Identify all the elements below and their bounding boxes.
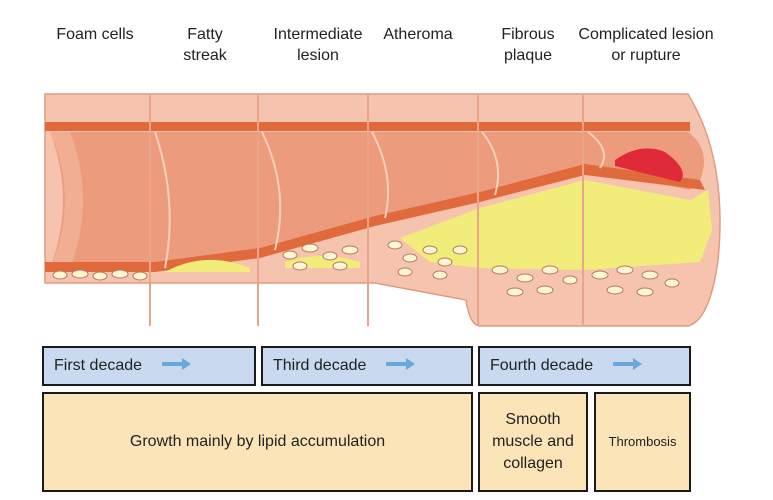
- stage-label-intermediate-lesion: Intermediate lesion: [258, 24, 378, 66]
- stage-label-line2: or rupture: [611, 47, 681, 64]
- phase-label-line2: muscle and: [492, 433, 574, 450]
- foam-cells: [52, 240, 680, 297]
- artery-illustration: [44, 93, 721, 327]
- stage-label-line1: Fatty: [187, 26, 223, 43]
- phase-smooth-muscle: Smooth muscle and collagen: [478, 392, 588, 492]
- decade-fourth: Fourth decade: [478, 346, 691, 386]
- decade-label: First decade: [54, 357, 143, 374]
- phase-label: Smooth muscle and collagen: [492, 409, 574, 475]
- stage-label-line1: Foam cells: [56, 26, 134, 43]
- phase-thrombosis: Thrombosis: [594, 392, 691, 492]
- stage-label-complicated-lesion: Complicated lesion or rupture: [566, 24, 726, 66]
- stage-label-line2: lesion: [297, 47, 339, 64]
- stage-label-line1: Atheroma: [383, 26, 453, 43]
- stage-label-line2: streak: [183, 47, 227, 64]
- stage-label-line1: Complicated lesion: [578, 26, 714, 43]
- stage-label-fatty-streak: Fatty streak: [150, 24, 260, 66]
- decade-third: Third decade: [261, 346, 473, 386]
- stage-label-fibrous-plaque: Fibrous plaque: [478, 24, 578, 66]
- vessel-lumen: [50, 132, 704, 268]
- lumen-curves: [154, 131, 605, 269]
- phase-label-line1: Smooth: [505, 411, 561, 428]
- intima-bottom-stripe: [45, 164, 705, 272]
- thrombus: [615, 148, 683, 182]
- phase-lipid-accumulation: Growth mainly by lipid accumulation: [42, 392, 473, 492]
- stage-label-foam-cells: Foam cells: [40, 24, 150, 45]
- phase-label-line3: collagen: [503, 455, 563, 472]
- lipid-fatty-streak: [165, 259, 250, 272]
- stage-label-line1: Intermediate: [273, 26, 363, 43]
- arrow-right-icon: [162, 357, 192, 376]
- decade-label: Fourth decade: [490, 357, 594, 374]
- lumen-shade: [50, 132, 83, 268]
- segment-dividers: [149, 94, 584, 326]
- stage-label-atheroma: Atheroma: [368, 24, 468, 45]
- phase-label: Thrombosis: [608, 434, 677, 449]
- decade-label: Third decade: [273, 357, 367, 374]
- arrow-right-icon: [386, 357, 416, 376]
- stage-label-line2: plaque: [503, 47, 553, 64]
- decade-first: First decade: [42, 346, 256, 386]
- stage-label-line1: Fibrous: [501, 26, 555, 43]
- phase-label: Growth mainly by lipid accumulation: [129, 433, 386, 450]
- arrow-right-icon: [613, 357, 643, 376]
